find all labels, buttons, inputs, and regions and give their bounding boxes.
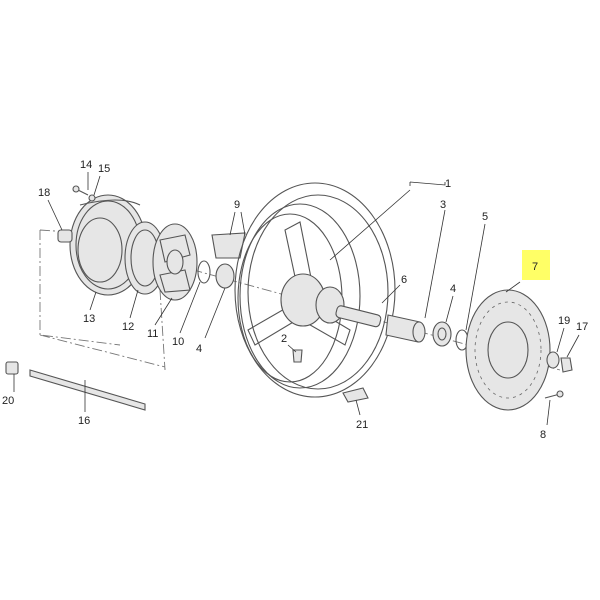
wheel-rim-part — [234, 182, 396, 398]
callout-labels: 1 2 3 4 4 5 6 7 8 9 10 11 12 13 14 15 16… — [2, 159, 588, 441]
callout-14: 14 — [80, 159, 92, 171]
callout-1: 1 — [445, 178, 451, 190]
callout-15: 15 — [98, 163, 110, 175]
callout-3: 3 — [440, 199, 446, 211]
callout-16: 16 — [78, 415, 90, 427]
callout-11: 11 — [147, 328, 158, 340]
callout-8: 8 — [540, 429, 546, 441]
callout-4a: 4 — [196, 343, 202, 355]
callout-12: 12 — [122, 321, 134, 333]
callout-17: 17 — [576, 321, 588, 333]
leader-lines — [13, 172, 580, 426]
axle-nut-part — [5, 361, 19, 375]
washer-nut-part — [546, 351, 573, 373]
spacer-sleeve-part — [385, 314, 426, 343]
callout-13: 13 — [83, 313, 95, 325]
assembly-frame — [39, 229, 166, 371]
damper-part — [211, 232, 246, 289]
o-ring-part — [197, 260, 211, 284]
callout-highlight — [522, 250, 550, 280]
callout-19: 19 — [558, 315, 570, 327]
callout-6: 6 — [401, 274, 407, 286]
callout-9: 9 — [234, 199, 240, 211]
spacer-shaft-part — [335, 305, 382, 328]
brake-disc-part — [465, 289, 551, 411]
valve-part — [292, 349, 303, 363]
callout-2: 2 — [281, 333, 287, 345]
axle-part — [29, 369, 146, 411]
bolt-part — [544, 390, 564, 399]
callout-18: 18 — [38, 187, 50, 199]
bearing-part — [432, 321, 452, 347]
callout-4b: 4 — [450, 283, 456, 295]
screw-part — [72, 185, 96, 202]
callout-7: 7 — [532, 261, 538, 273]
callout-10: 10 — [172, 336, 184, 348]
drive-flange-part — [152, 223, 198, 301]
bushing-part — [57, 229, 73, 243]
balance-weight-part — [342, 387, 369, 403]
callout-5: 5 — [482, 211, 488, 223]
callout-21: 21 — [356, 419, 368, 431]
callout-20: 20 — [2, 395, 14, 407]
